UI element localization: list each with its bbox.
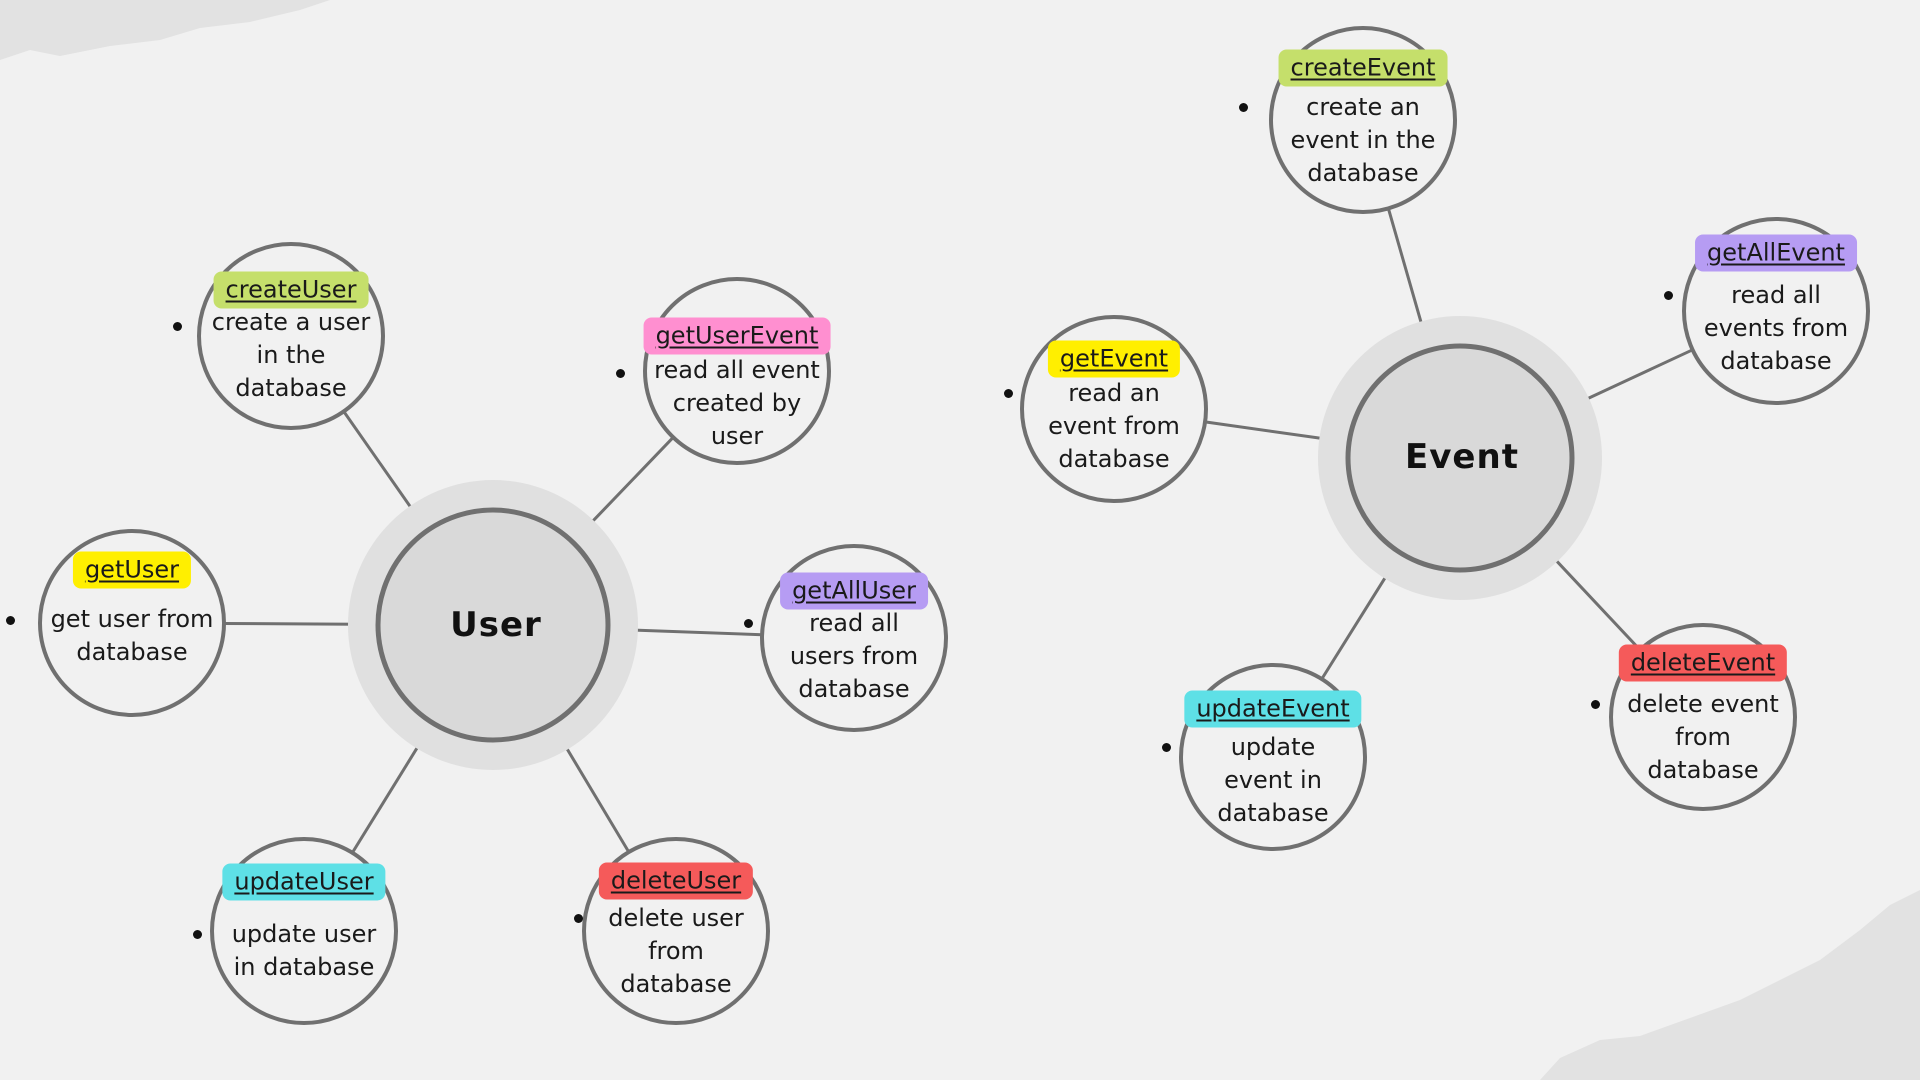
desc-line: database [1647,756,1759,784]
desc-line: read an [1068,379,1160,407]
desc-line: database [1307,159,1419,187]
bullet-dot-getUserEvent [616,369,625,378]
tag-deleteUser[interactable]: deleteUser [598,862,754,900]
bullet-dot-createEvent [1239,103,1248,112]
tag-updateUser[interactable]: updateUser [222,863,386,901]
bullet-dot-createUser [173,322,182,331]
desc-getAllUser: read all users from database [759,607,949,706]
desc-getAllEvent: read all events from database [1681,279,1871,378]
tag-getAllEvent[interactable]: getAllEvent [1695,234,1857,272]
event-hub[interactable] [1345,343,1575,573]
desc-updateUser: update user in database [209,918,399,984]
tag-updateEvent[interactable]: updateEvent [1184,690,1362,728]
desc-line: database [620,970,732,998]
tag-getAllUser[interactable]: getAllUser [780,572,928,610]
bullet-dot-updateUser [193,930,202,939]
desc-line: from [1675,723,1731,751]
desc-line: in database [233,953,375,981]
desc-line: user [710,422,764,450]
tag-getUser[interactable]: getUser [72,551,192,589]
desc-getUserEvent: read all event created by user [642,354,832,453]
desc-line: event from [1048,412,1180,440]
tag-deleteEvent[interactable]: deleteEvent [1618,644,1788,682]
desc-line: read all event [654,356,820,384]
desc-getEvent: read an event from database [1019,377,1209,476]
desc-line: events from [1703,314,1849,342]
desc-line: database [235,374,347,402]
desc-line: read all [1731,281,1821,309]
desc-line: get user from [50,605,214,633]
user-hub[interactable] [375,507,611,743]
desc-line: created by [672,389,802,417]
event-hub-label: Event [1405,437,1519,477]
desc-line: in the [256,341,326,369]
desc-line: users from [789,642,919,670]
desc-line: event in [1224,766,1322,794]
desc-deleteEvent: delete event from database [1608,688,1798,787]
desc-getUser: get user from database [37,603,227,669]
desc-line: database [76,638,188,666]
desc-line: read all [809,609,899,637]
bullet-dot-getAllUser [744,619,753,628]
desc-line: create a user [211,308,371,336]
desc-line: update user [231,920,377,948]
bullet-dot-getUser [6,616,15,625]
desc-line: delete user [608,904,744,932]
tag-getEvent[interactable]: getEvent [1047,340,1181,378]
desc-line: database [1720,347,1832,375]
desc-createEvent: create an event in the database [1268,91,1458,190]
desc-line: database [798,675,910,703]
tag-createEvent[interactable]: createEvent [1278,49,1448,87]
torn-paper-top-left [0,0,330,60]
desc-line: database [1058,445,1170,473]
tag-getUserEvent[interactable]: getUserEvent [643,317,831,355]
desc-line: create an [1306,93,1420,121]
desc-updateEvent: update event in database [1178,731,1368,830]
desc-line: event in the [1290,126,1436,154]
bullet-dot-updateEvent [1162,743,1171,752]
torn-paper-bottom-right [1540,890,1920,1080]
desc-line: database [1217,799,1329,827]
desc-createUser: create a user in the database [196,306,386,405]
desc-line: from [648,937,704,965]
desc-deleteUser: delete user from database [581,902,771,1001]
bullet-dot-deleteUser [574,914,583,923]
tag-createUser[interactable]: createUser [213,271,369,309]
bullet-dot-deleteEvent [1591,700,1600,709]
user-hub-label: User [450,605,542,645]
desc-line: update [1230,733,1316,761]
desc-line: delete event [1627,690,1779,718]
bullet-dot-getEvent [1004,389,1013,398]
bullet-dot-getAllEvent [1664,291,1673,300]
